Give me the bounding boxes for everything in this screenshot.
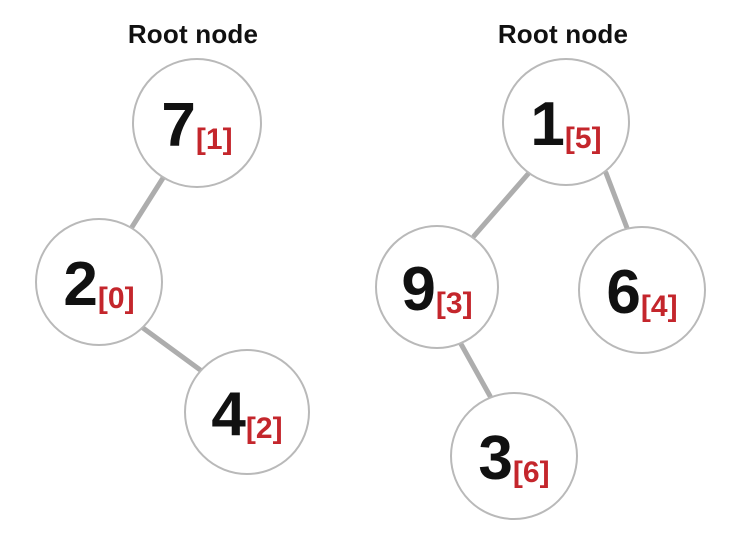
node-content: 7[1] <box>161 95 232 157</box>
tree-edge-n7-n2 <box>129 175 166 230</box>
tree-node-4[interactable]: 4[2] <box>184 349 310 475</box>
node-array-index: [4] <box>640 290 678 323</box>
node-value: 7 <box>161 91 195 160</box>
root-node-label: Root node <box>497 19 629 49</box>
node-array-index: [5] <box>564 122 602 155</box>
node-value: 2 <box>63 250 97 319</box>
node-value: 3 <box>478 424 512 493</box>
node-array-index: [3] <box>435 287 473 320</box>
node-value: 6 <box>606 258 640 327</box>
node-array-index: [6] <box>512 456 550 489</box>
node-array-index: [1] <box>195 123 233 156</box>
node-content: 9[3] <box>401 259 472 321</box>
root-node-label: Root node <box>127 19 259 49</box>
tree-node-2[interactable]: 2[0] <box>35 218 163 346</box>
node-content: 3[6] <box>478 428 549 490</box>
node-content: 1[5] <box>530 94 601 156</box>
tree-edge-n2-n4 <box>140 325 206 375</box>
tree-node-1[interactable]: 1[5] <box>502 58 630 186</box>
tree-node-9[interactable]: 9[3] <box>375 225 499 349</box>
node-content: 4[2] <box>211 384 282 446</box>
tree-node-3[interactable]: 3[6] <box>450 392 578 520</box>
node-array-index: [2] <box>245 412 283 445</box>
node-value: 4 <box>211 380 245 449</box>
node-value: 9 <box>401 255 435 324</box>
tree-node-7[interactable]: 7[1] <box>132 58 262 188</box>
tree-node-6[interactable]: 6[4] <box>578 226 706 354</box>
tree-edge-n1-n6 <box>603 170 630 231</box>
node-array-index: [0] <box>97 282 135 315</box>
tree-edge-n9-n3 <box>458 341 493 399</box>
tree-edge-n1-n9 <box>471 171 531 239</box>
node-value: 1 <box>530 90 564 159</box>
node-content: 2[0] <box>63 254 134 316</box>
node-content: 6[4] <box>606 262 677 324</box>
